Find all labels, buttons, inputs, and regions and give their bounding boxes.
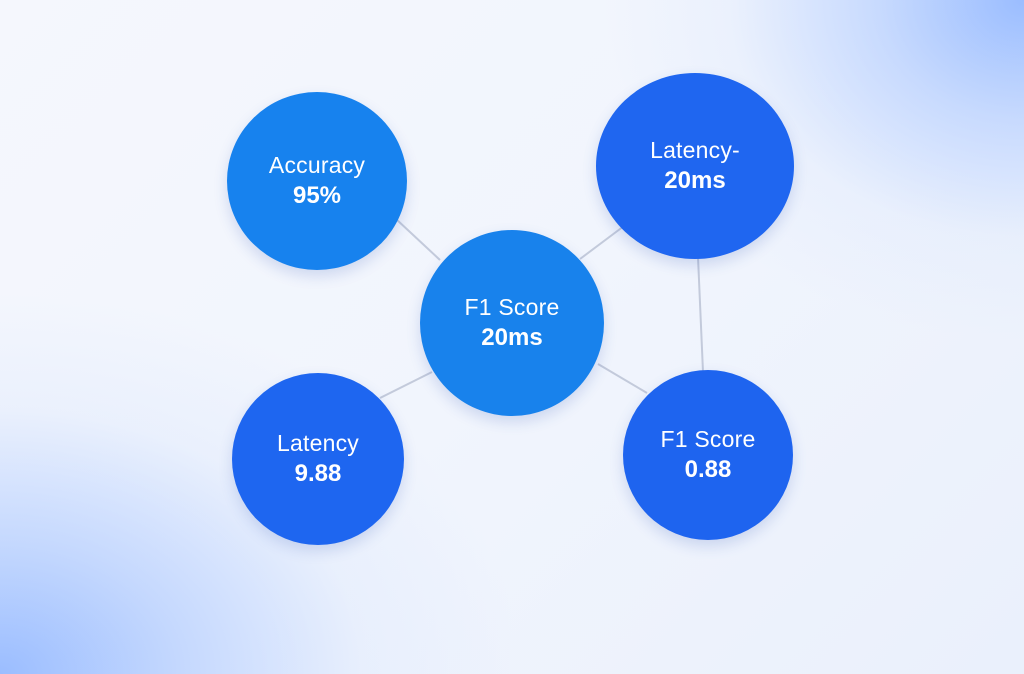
edge-accuracy-f1-center xyxy=(395,218,441,261)
node-f1-score-bottom[interactable]: F1 Score 0.88 xyxy=(623,370,793,540)
node-value: 20ms xyxy=(481,324,543,351)
edge-latency-top-f1-center xyxy=(579,225,625,260)
node-value: 0.88 xyxy=(684,456,732,483)
node-label: Accuracy xyxy=(268,152,366,178)
node-label: Latency xyxy=(277,430,359,456)
edge-f1-bottom-f1-center xyxy=(597,363,648,394)
node-accuracy[interactable]: Accuracy 95% xyxy=(227,92,407,270)
node-value: 9.88 xyxy=(294,460,342,487)
node-f1-score-center[interactable]: F1 Score 20ms xyxy=(420,230,604,416)
node-latency-top[interactable]: Latency- 20ms xyxy=(596,73,794,259)
node-latency-bottom[interactable]: Latency 9.88 xyxy=(232,373,404,545)
edge-latency-bottom-f1-center xyxy=(379,371,433,399)
edge-latency-top-f1-bottom xyxy=(697,256,704,373)
node-label: F1 Score xyxy=(660,426,756,452)
node-value: 20ms xyxy=(664,167,726,194)
node-label: Latency- xyxy=(650,137,740,163)
node-label: F1 Score xyxy=(464,294,560,320)
node-value: 95% xyxy=(292,182,342,209)
